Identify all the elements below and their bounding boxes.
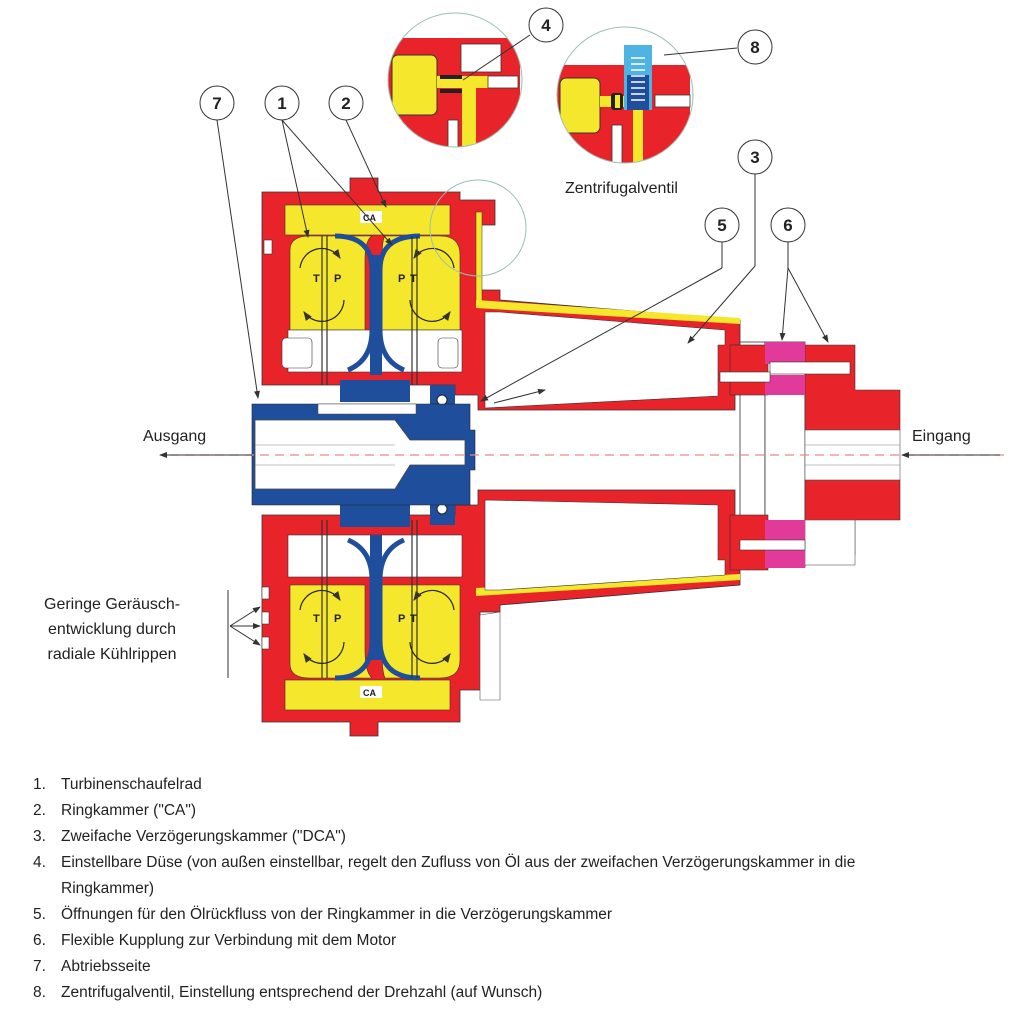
rotor-label-p-right: P <box>398 273 405 285</box>
callout-8: 8 <box>663 29 773 65</box>
legend-item: 2.Ringkammer ("CA") <box>33 802 197 819</box>
callout-1: 1 <box>264 85 393 246</box>
svg-text:5: 5 <box>717 216 726 235</box>
detail-nozzle <box>387 12 523 148</box>
callout-5: 5 <box>480 207 740 404</box>
flexible-coupling <box>719 342 851 568</box>
rotor-label-t-left-lower: T <box>313 613 320 625</box>
detail-centrifugal-valve <box>556 26 694 164</box>
svg-text:1: 1 <box>277 94 286 113</box>
svg-text:3: 3 <box>750 148 759 167</box>
callout-3: 3 <box>687 139 773 344</box>
cooling-ribs-pointer <box>227 590 261 678</box>
svg-text:6: 6 <box>783 216 792 235</box>
svg-text:2: 2 <box>341 94 350 113</box>
svg-text:8: 8 <box>750 38 759 57</box>
output-label: Ausgang <box>143 428 206 445</box>
callout-7: 7 <box>199 85 260 399</box>
ca-bottom-label: CA <box>363 688 376 698</box>
cooling-ribs-note-line: Geringe Geräusch- <box>44 596 181 613</box>
parts-legend: 1.Turbinenschaufelrad 2.Ringkammer ("CA"… <box>33 772 881 1006</box>
legend-item: 6.Flexible Kupplung zur Verbindung mit d… <box>33 932 397 949</box>
rotor-label-t-right-lower: T <box>410 613 417 625</box>
legend-item: 4.Einstellbare Düse (von außen einstellb… <box>33 854 856 897</box>
input-label: Eingang <box>912 428 971 445</box>
callout-4: 4 <box>462 7 564 81</box>
svg-text:7: 7 <box>212 94 221 113</box>
output-shaft <box>251 403 476 506</box>
rotor-label-t-right: T <box>410 273 417 285</box>
legend-item: 1.Turbinenschaufelrad <box>33 776 202 793</box>
cooling-ribs-note-line: entwicklung durch <box>47 621 177 638</box>
svg-text:4: 4 <box>541 16 551 35</box>
rotor-label-t-left: T <box>313 273 320 285</box>
callout-2: 2 <box>328 85 387 208</box>
housing-upper: CA T P P T <box>261 177 741 415</box>
callout-6: 6 <box>770 207 829 343</box>
cooling-ribs-note: Geringe Geräusch- entwicklung durch radi… <box>44 592 180 667</box>
rotor-label-p-right-lower: P <box>398 613 405 625</box>
legend-item: 3.Zweifache Verzögerungskammer ("DCA") <box>33 828 346 845</box>
legend-item: 8.Zentrifugalventil, Einstellung entspre… <box>33 984 543 1001</box>
rotor-label-p-left-lower: P <box>334 613 341 625</box>
housing-lower: CA T P P T <box>261 489 741 737</box>
ca-top-label: CA <box>363 213 376 223</box>
legend-item: 7.Abtriebsseite <box>33 958 151 975</box>
legend-item: 5.Öffnungen für den Ölrückfluss von der … <box>33 906 613 923</box>
fluid-coupling-cross-section: Zentrifugalventil CA T P P T <box>143 7 1005 737</box>
cooling-ribs-note-line: radiale Kühlrippen <box>47 646 177 663</box>
rotor-label-p-left: P <box>334 273 341 285</box>
valve-detail-marker <box>429 179 527 277</box>
centrifugal-valve-label: Zentrifugalventil <box>565 180 678 197</box>
